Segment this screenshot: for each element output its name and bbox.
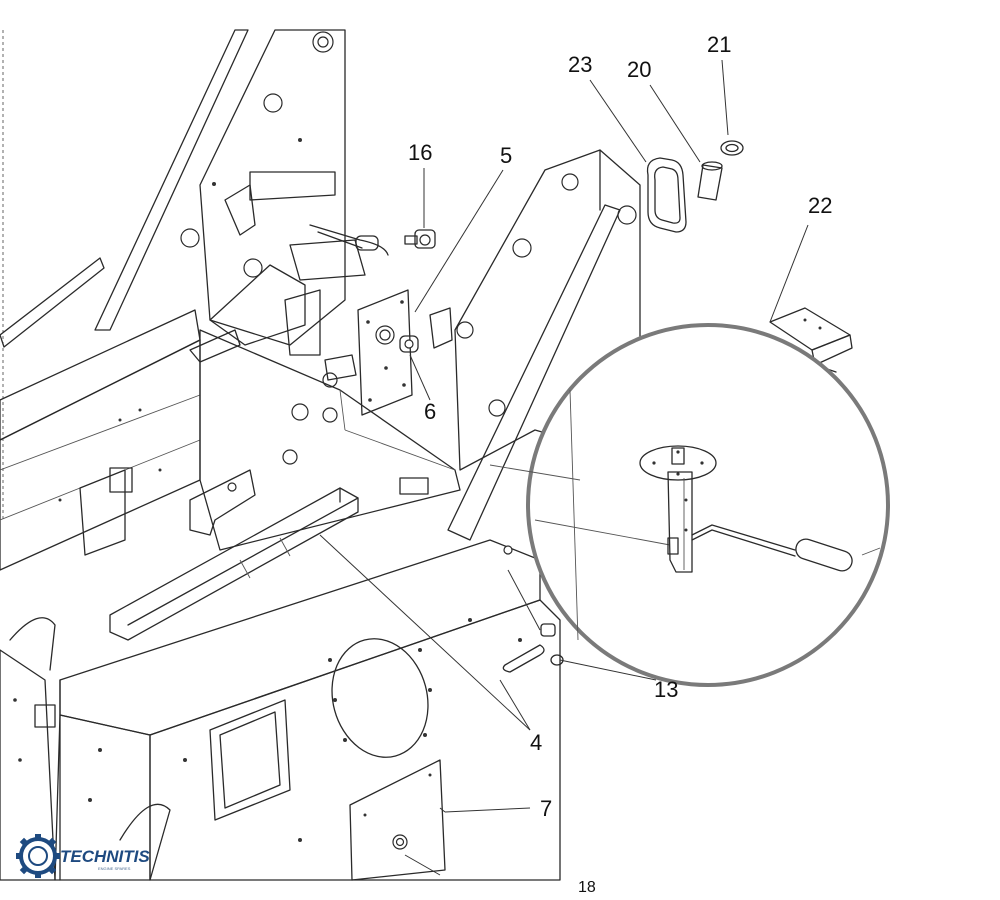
logo-tagline: ENGINE SPARES [98,866,131,871]
right-upright-plate [447,149,641,541]
gasket-part-23 [646,157,687,233]
callout-5: 5 [500,143,512,168]
callout-21: 21 [707,32,731,57]
beam-part-4 [109,487,359,641]
gear-icon [16,834,60,878]
pipe-bracket-assembly [189,224,389,388]
callout-7: 7 [540,796,552,821]
callout-18: 18 [578,879,596,896]
callout-6: 6 [424,399,436,424]
leader-lines [319,59,809,876]
tube-part-20 [697,161,723,201]
logo-brand-text: TECHNITIS [60,847,150,866]
callout-20: 20 [627,57,651,82]
clip-part-13 [502,623,564,673]
callout-16: 16 [408,140,432,165]
callout-23: 23 [568,52,592,77]
technitis-logo: TECHNITIS ENGINE SPARES [16,834,150,878]
fitting-part-16 [404,229,436,249]
left-lower-assembly [0,617,56,881]
clamp-part-21 [720,140,744,156]
magnified-detail-view [489,323,890,687]
inner-bay [199,329,461,551]
cover-plate-part-7 [349,759,446,881]
callout-labels: 23 20 21 22 16 5 6 13 4 7 18 [408,32,832,896]
callout-22: 22 [808,193,832,218]
mounting-plate-part-5 [357,289,453,416]
frame-left-member [0,29,249,520]
callout-13: 13 [654,677,678,702]
callout-4: 4 [530,730,542,755]
front-lower-frame [54,539,561,881]
main-floor-pan [0,309,256,571]
